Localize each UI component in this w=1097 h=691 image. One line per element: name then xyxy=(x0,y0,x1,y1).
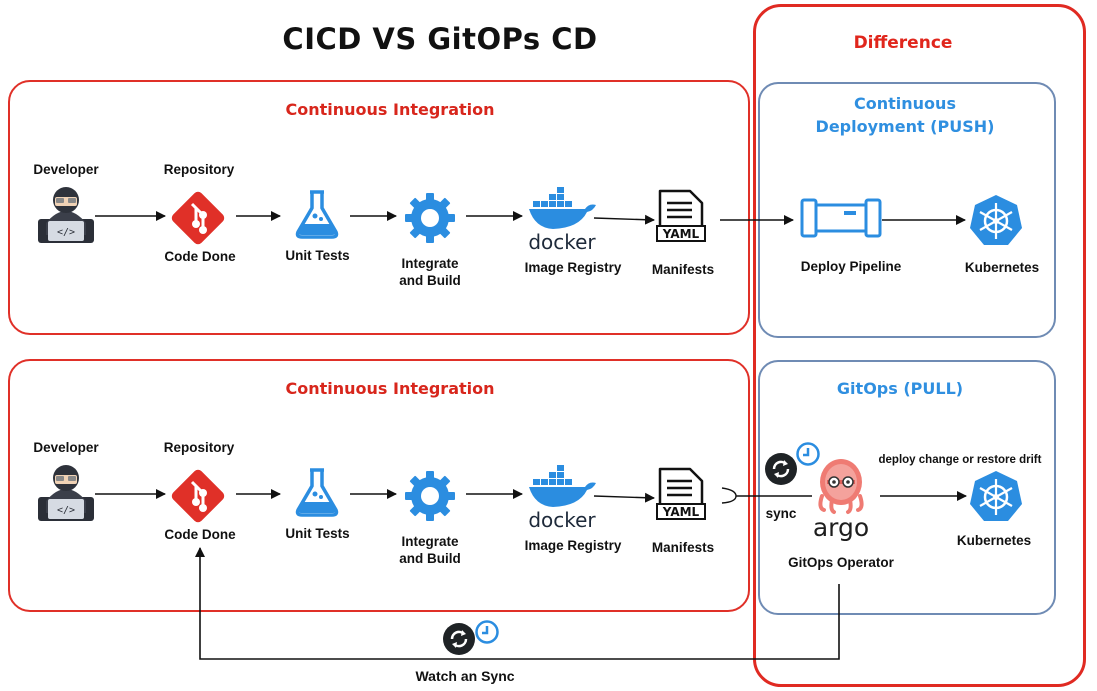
arrow-docker-yaml-top xyxy=(593,214,655,225)
manifests-label-top: Manifests xyxy=(651,262,715,277)
kubernetes-icon xyxy=(970,471,1022,521)
svg-text:</>: </> xyxy=(57,505,75,516)
gear-icon xyxy=(405,471,455,521)
sync-icon xyxy=(765,453,797,485)
ci-bottom-title: Continuous Integration xyxy=(285,379,495,398)
flask-icon xyxy=(295,190,339,239)
clock-icon xyxy=(475,620,499,644)
page-title: CICD VS GitOPs CD xyxy=(282,22,598,56)
kubernetes-label-top: Kubernetes xyxy=(964,260,1040,275)
push-panel xyxy=(758,82,1056,338)
kubernetes-label-bottom: Kubernetes xyxy=(956,533,1032,548)
deploy-pipeline-label: Deploy Pipeline xyxy=(800,259,902,274)
pull-panel xyxy=(758,360,1056,615)
ci-bottom-panel xyxy=(8,359,750,612)
difference-panel xyxy=(753,4,1086,687)
image-registry-label-bottom: Image Registry xyxy=(524,538,622,553)
svg-text:</>: </> xyxy=(57,227,75,238)
watch-sync-label: Watch an Sync xyxy=(415,668,515,684)
ci-top-panel xyxy=(8,80,750,335)
push-title: Continuous Deployment (PUSH) xyxy=(770,92,1040,138)
sync-label: sync xyxy=(765,506,797,521)
sync-connector xyxy=(721,487,737,504)
repository-label-top: Repository xyxy=(163,162,235,177)
gear-icon xyxy=(405,193,455,243)
sync-icon xyxy=(443,623,475,655)
developer-icon: </> xyxy=(38,187,94,243)
deploy-change-note: deploy change or restore drift xyxy=(878,454,1042,466)
code-done-label-bottom: Code Done xyxy=(164,527,236,542)
yaml-badge-text: YAML xyxy=(662,227,700,241)
argo-octopus-icon: argo xyxy=(813,459,869,542)
push-title-line-1: Continuous xyxy=(854,94,956,113)
repository-label-bottom: Repository xyxy=(163,440,235,455)
yaml-file-icon: YAML xyxy=(656,189,706,242)
unit-tests-label-bottom: Unit Tests xyxy=(285,526,350,541)
gitops-operator-label: GitOps Operator xyxy=(788,555,894,570)
arrow-docker-yaml-bottom xyxy=(593,492,655,503)
kubernetes-icon xyxy=(970,195,1022,245)
docker-icon: docker xyxy=(528,465,596,532)
pull-title: GitOps (PULL) xyxy=(836,379,964,398)
code-done-label-top: Code Done xyxy=(164,249,236,264)
integrate-build-label-top: Integrate and Build xyxy=(399,256,461,288)
flask-icon xyxy=(295,468,339,517)
docker-wordmark: docker xyxy=(528,230,596,254)
developer-icon: </> xyxy=(38,465,94,521)
yaml-badge-text: YAML xyxy=(662,505,700,519)
git-icon xyxy=(171,191,225,245)
unit-tests-label-top: Unit Tests xyxy=(285,248,350,263)
pipeline-icon xyxy=(800,198,882,238)
argo-wordmark: argo xyxy=(813,513,869,542)
image-registry-label-top: Image Registry xyxy=(524,260,622,275)
clock-icon xyxy=(796,442,820,466)
ci-top-title: Continuous Integration xyxy=(285,100,495,119)
git-icon xyxy=(171,469,225,523)
developer-label-bottom: Developer xyxy=(33,440,99,455)
integrate-build-label-bottom: Integrate and Build xyxy=(399,534,461,566)
push-title-line-2: Deployment (PUSH) xyxy=(815,117,995,136)
docker-icon: docker xyxy=(528,187,596,254)
docker-wordmark: docker xyxy=(528,508,596,532)
manifests-label-bottom: Manifests xyxy=(651,540,715,555)
yaml-file-icon: YAML xyxy=(656,467,706,520)
developer-label-top: Developer xyxy=(33,162,99,177)
watch-sync-loop xyxy=(195,547,840,660)
difference-title: Difference xyxy=(853,33,953,53)
